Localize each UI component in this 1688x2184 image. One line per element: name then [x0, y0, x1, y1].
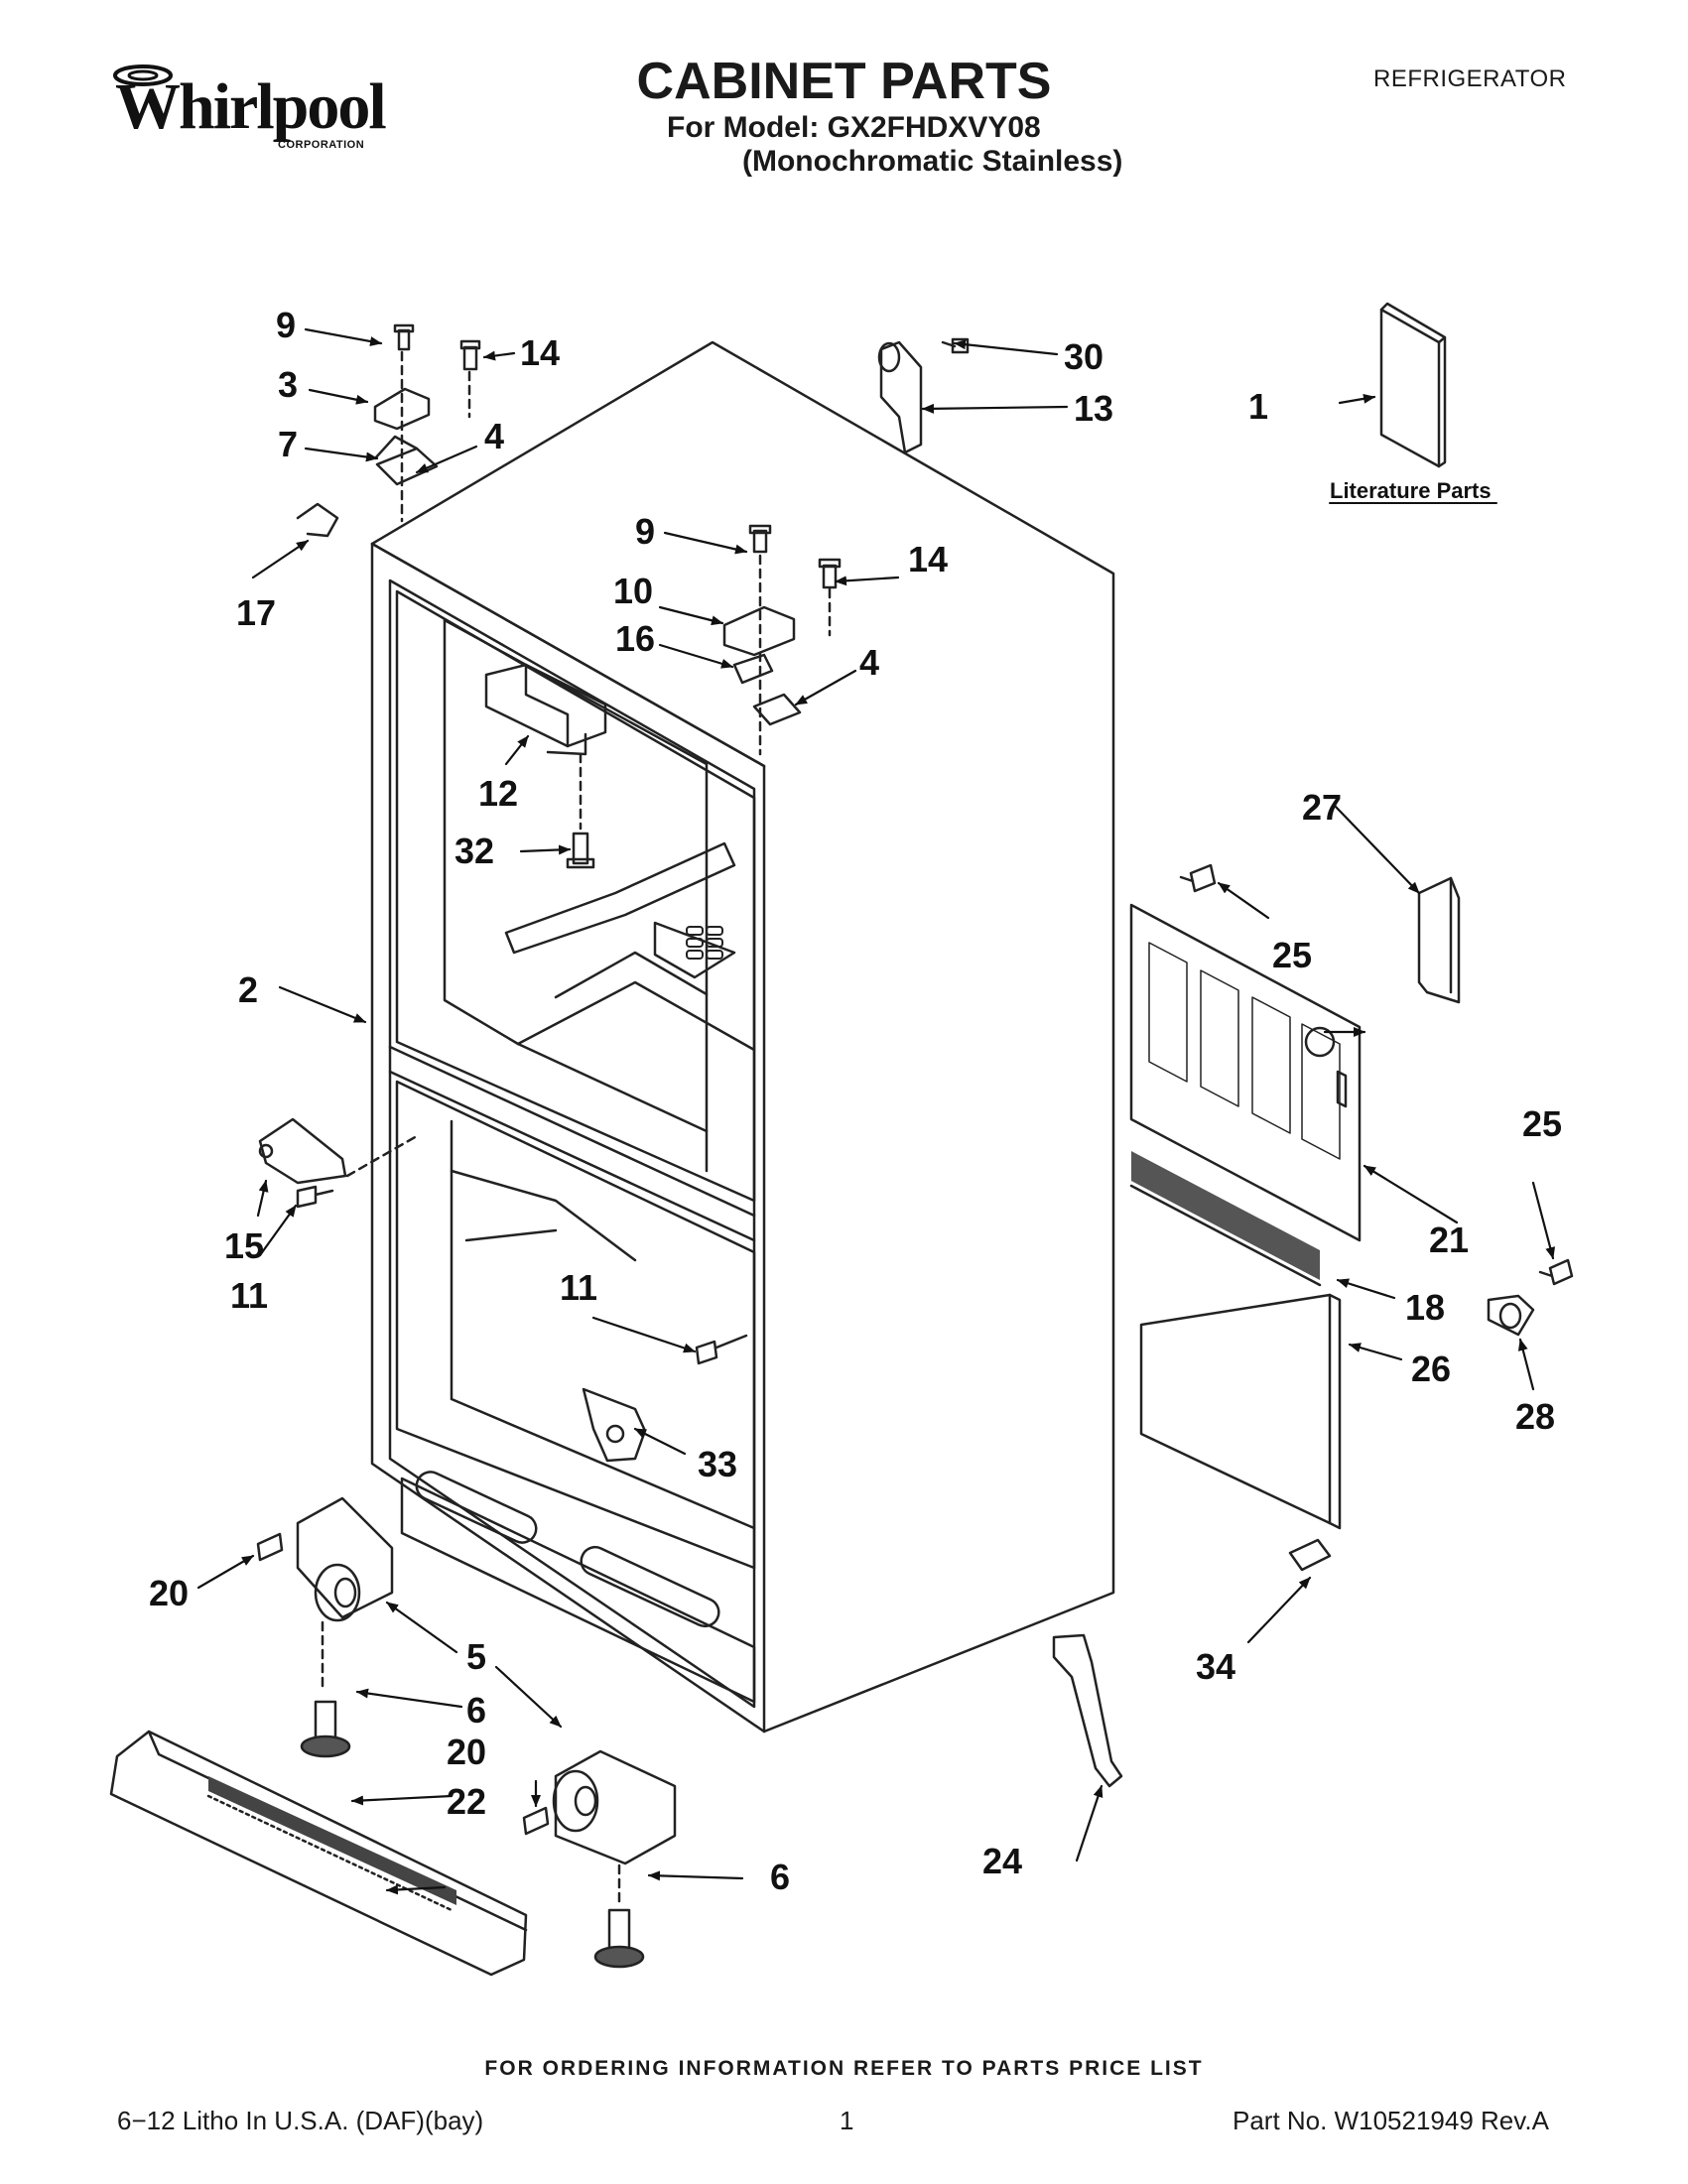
variant-line: (Monochromatic Stainless)	[742, 145, 1123, 178]
callout-13: 13	[1074, 388, 1113, 429]
rear-access-cover	[1129, 903, 1362, 1287]
clamp-and-screw	[1179, 863, 1574, 1337]
callout-17: 17	[236, 592, 276, 633]
callout-32: 32	[454, 831, 494, 871]
top-right-hinge-assembly	[722, 524, 842, 756]
page-title: CABINET PARTS	[636, 53, 1052, 110]
callout-30: 30	[1064, 336, 1104, 377]
ordering-note: FOR ORDERING INFORMATION REFER TO PARTS …	[484, 2057, 1204, 2080]
whirlpool-logo: Whirlpool CORPORATION	[109, 62, 387, 157]
callout-21: 21	[1429, 1220, 1469, 1260]
callout-15: 15	[224, 1225, 264, 1266]
callout-numbers: 9 14 3 7 4 17 1 30 13 9 14 10 16 4 12 32…	[149, 305, 1562, 1897]
logo-swirl-icon	[113, 64, 173, 86]
callout-33: 33	[698, 1444, 737, 1484]
callout-28: 28	[1515, 1396, 1555, 1437]
category-label: REFRIGERATOR	[1373, 65, 1567, 92]
callout-22: 22	[447, 1781, 486, 1822]
rear-clip-part	[1417, 876, 1461, 1004]
callout-18: 18	[1405, 1287, 1445, 1328]
small-clip-part	[1288, 1538, 1332, 1572]
callout-6-right: 6	[770, 1857, 790, 1897]
rear-panel	[1139, 1293, 1342, 1530]
callout-5: 5	[466, 1636, 486, 1677]
literature-booklet	[1379, 302, 1447, 468]
left-roller-assembly	[256, 1496, 394, 1758]
callout-3: 3	[278, 364, 298, 405]
callout-4-top: 4	[484, 416, 504, 456]
top-left-hinge-assembly	[296, 323, 481, 538]
callout-14-top: 14	[520, 332, 560, 373]
callout-9-top: 9	[276, 305, 296, 345]
litho-info: 6−12 Litho In U.S.A. (DAF)(bay)	[117, 2106, 484, 2135]
callout-25-right: 25	[1522, 1103, 1562, 1144]
wire-guide-part	[877, 337, 970, 454]
literature-parts-label: Literature Parts	[1330, 478, 1492, 503]
callout-26: 26	[1411, 1349, 1451, 1389]
part-number: Part No. W10521949 Rev.A	[1233, 2106, 1549, 2135]
callout-1: 1	[1248, 386, 1268, 427]
brand-subtitle: CORPORATION	[278, 139, 365, 151]
drain-tube-part	[1052, 1633, 1123, 1788]
brand-wordmark: Whirlpool	[115, 70, 387, 143]
model-line: For Model: GX2FHDXVY08	[667, 111, 1041, 144]
callout-14-mid: 14	[908, 539, 948, 579]
ice-bin-bracket	[484, 663, 607, 869]
page-number: 1	[840, 2106, 854, 2135]
callout-11-mid: 11	[560, 1267, 597, 1308]
toe-grille	[109, 1730, 528, 1977]
callout-25-rear: 25	[1272, 935, 1312, 975]
center-hinge-left	[258, 1117, 419, 1209]
right-roller-assembly	[522, 1749, 677, 1969]
callout-7: 7	[278, 424, 298, 464]
callout-11-left: 11	[230, 1275, 268, 1316]
callout-4-mid: 4	[859, 642, 879, 683]
callout-10: 10	[613, 571, 653, 611]
callout-34: 34	[1196, 1646, 1235, 1687]
callout-2: 2	[238, 969, 258, 1010]
callout-27: 27	[1302, 787, 1342, 828]
callout-16: 16	[615, 618, 655, 659]
callout-6-left: 6	[466, 1690, 486, 1731]
callout-20-left: 20	[149, 1573, 189, 1613]
callout-20-right: 20	[447, 1732, 486, 1772]
callout-12: 12	[478, 773, 518, 814]
freezer-hinge-part	[582, 1334, 748, 1463]
callout-24: 24	[982, 1841, 1022, 1881]
leader-lines	[196, 327, 1556, 1895]
callout-9-mid: 9	[635, 511, 655, 552]
